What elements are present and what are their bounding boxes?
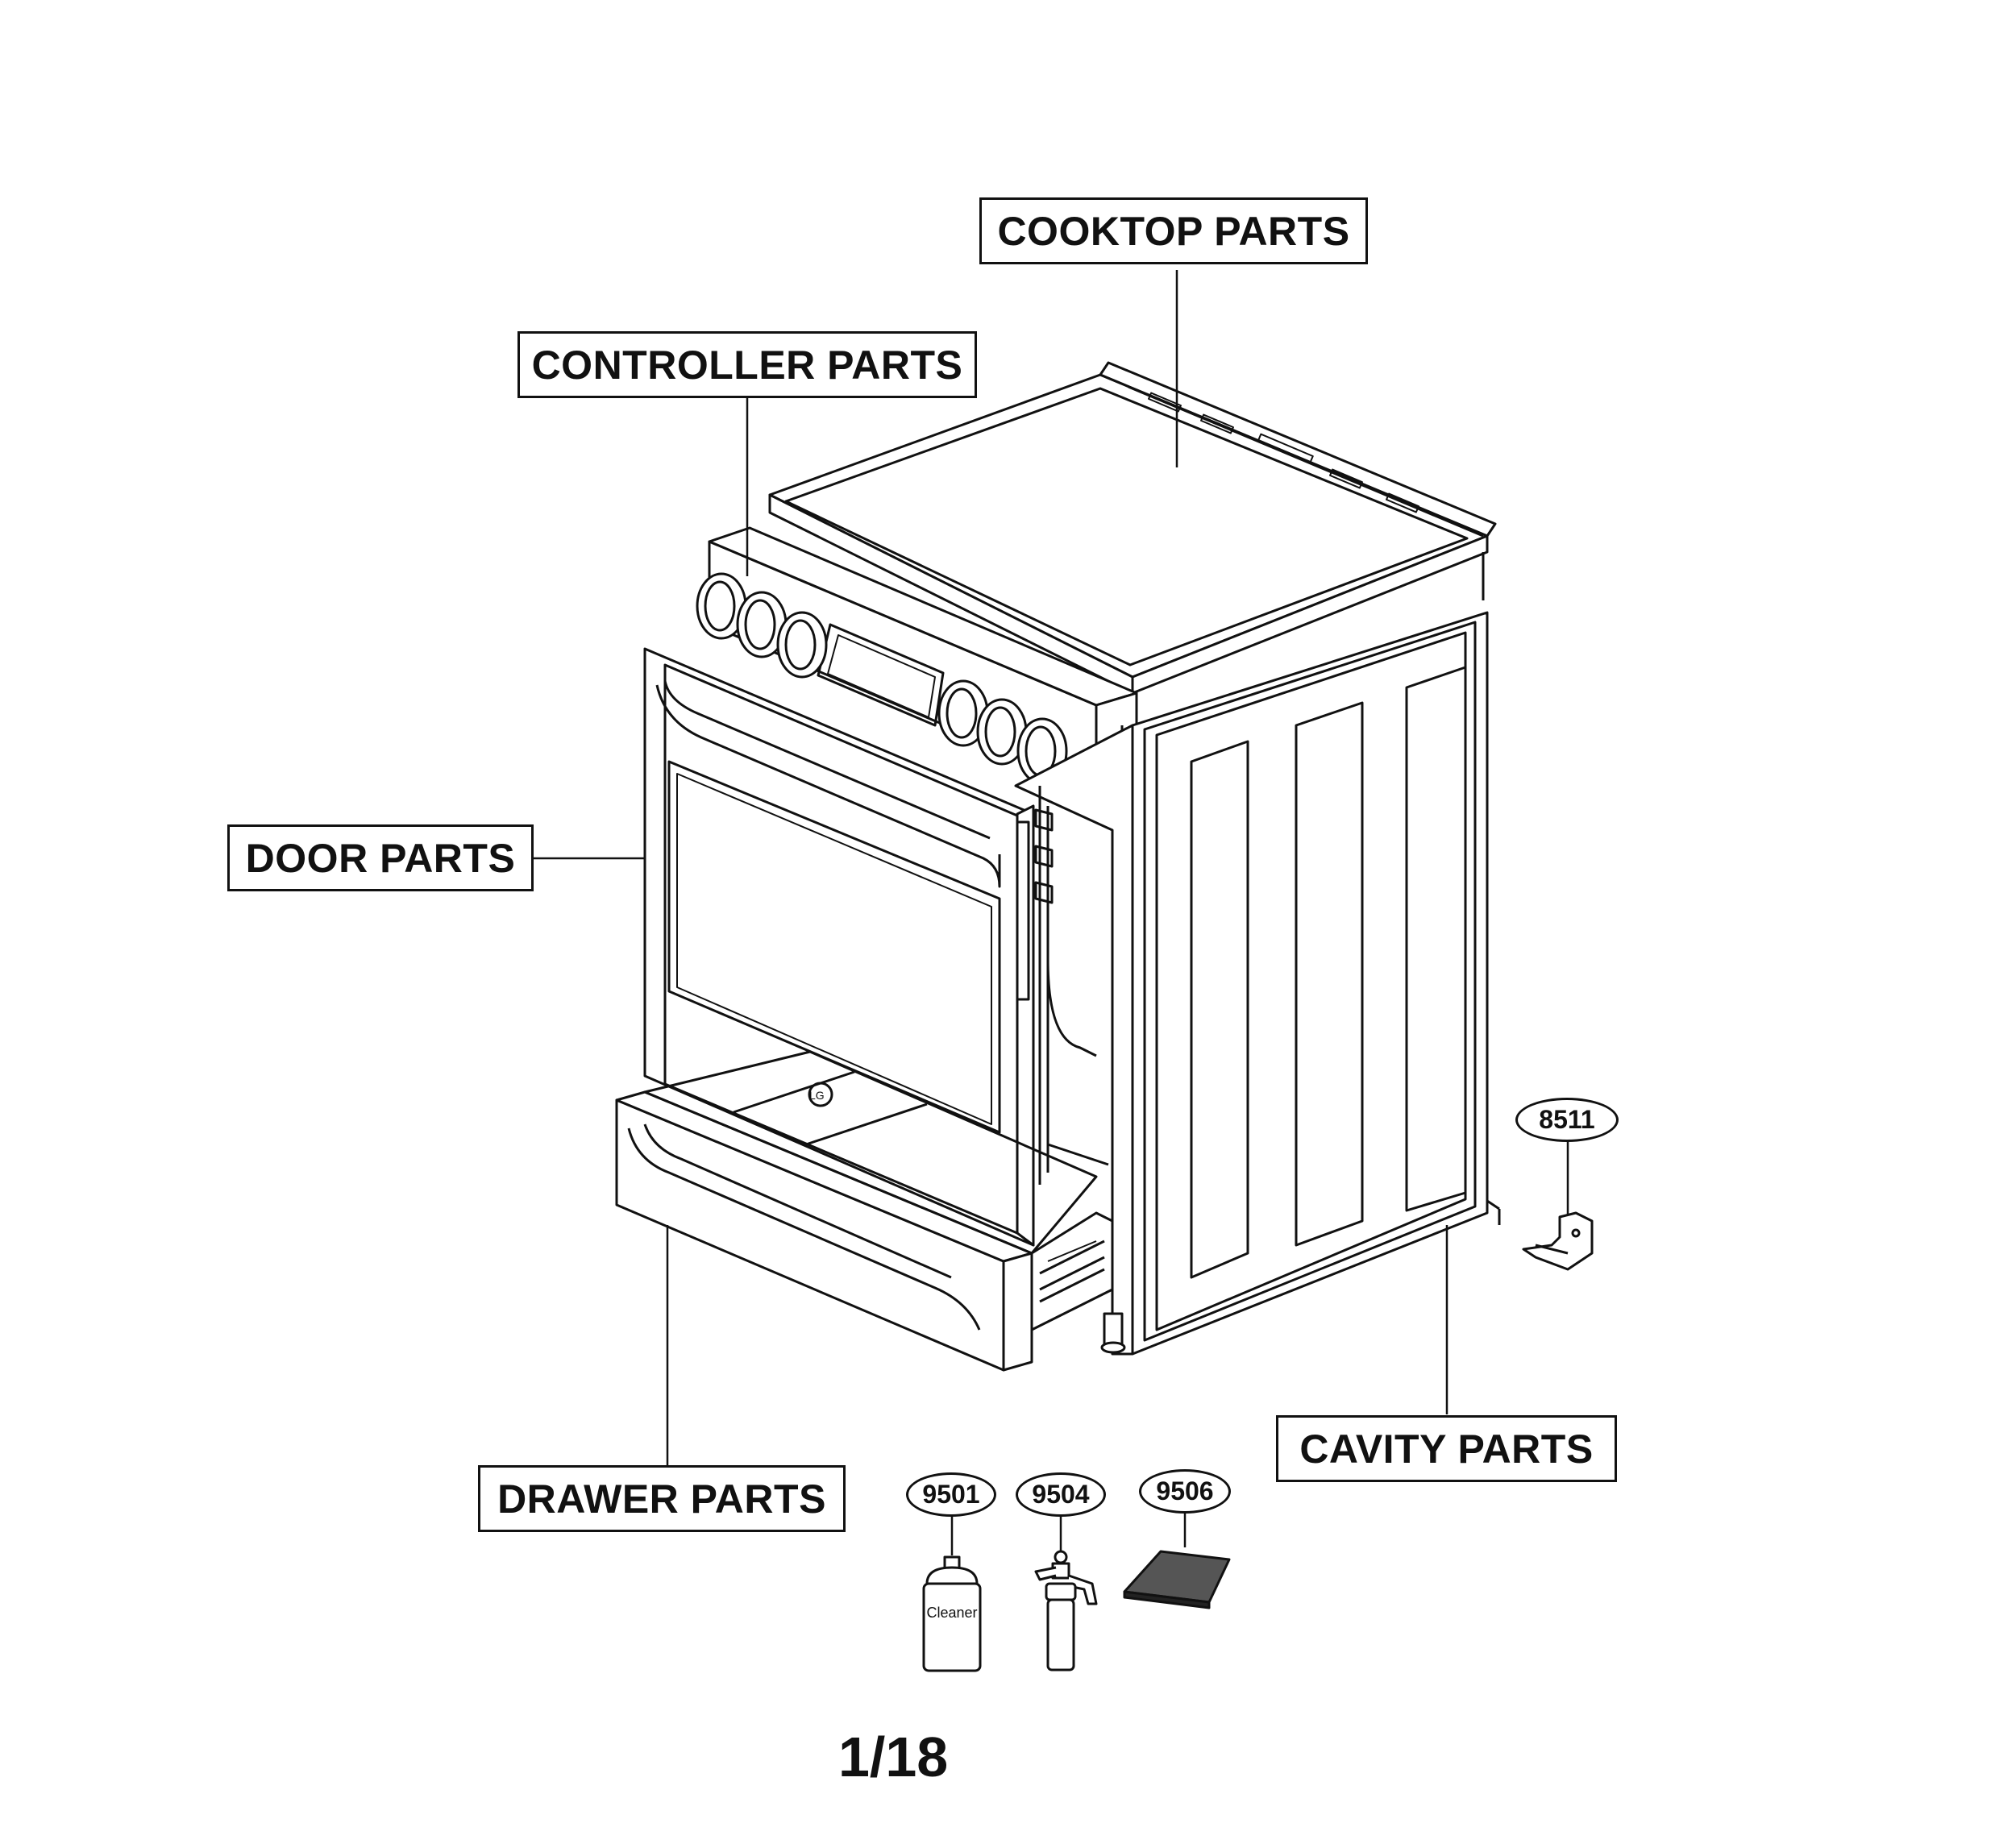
svg-text:LG: LG — [809, 1089, 825, 1102]
cavity-side-panel-illustration — [1120, 611, 1501, 1356]
part-9501-callout[interactable]: 9501 — [906, 1472, 996, 1517]
part-9504-callout[interactable]: 9504 — [1016, 1472, 1106, 1517]
cleaner-bottle-text: Cleaner — [926, 1605, 977, 1621]
cooktop-illustration — [768, 361, 1497, 705]
cleaner-bottle-illustration — [922, 1555, 982, 1672]
part-9506-callout[interactable]: 9506 — [1139, 1469, 1231, 1514]
oven-frame-illustration — [1014, 724, 1134, 1356]
part-8511-callout[interactable]: 8511 — [1515, 1098, 1619, 1142]
page-number: 1/18 — [838, 1725, 949, 1788]
door-parts-label[interactable]: DOOR PARTS — [227, 824, 534, 891]
cavity-parts-label[interactable]: CAVITY PARTS — [1276, 1415, 1617, 1482]
scrub-pad-illustration — [1123, 1550, 1231, 1609]
oven-door-illustration: LG — [643, 647, 1035, 1247]
cooktop-parts-label[interactable]: COOKTOP PARTS — [979, 197, 1368, 264]
bracket-8511-illustration — [1522, 1211, 1594, 1271]
leader-lines — [534, 270, 1569, 1555]
spray-bottle-illustration — [1034, 1550, 1098, 1672]
drawer-parts-label[interactable]: DRAWER PARTS — [478, 1465, 846, 1532]
warming-drawer-illustration — [615, 1050, 1114, 1372]
controller-parts-label[interactable]: CONTROLLER PARTS — [517, 331, 977, 398]
